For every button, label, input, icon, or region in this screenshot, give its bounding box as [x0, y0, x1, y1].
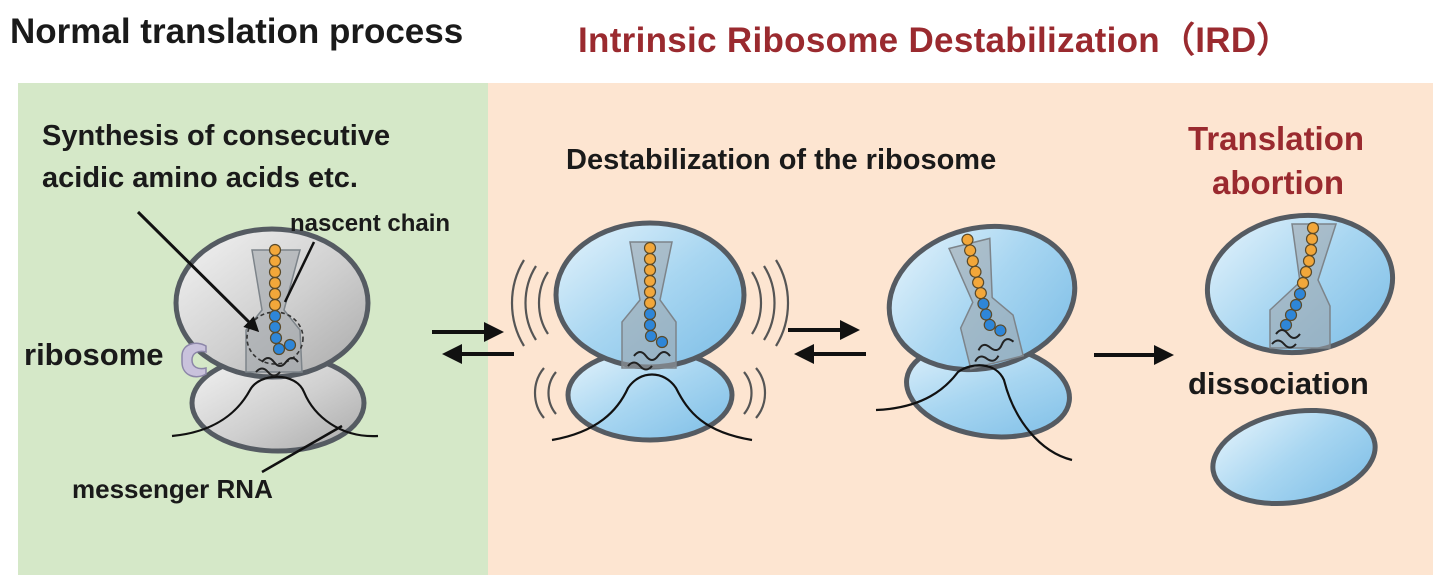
- ribosome-grip-shape: [181, 342, 207, 378]
- translation-label-line2: abortion: [1212, 164, 1344, 201]
- dissociation-label: dissociation: [1188, 366, 1369, 401]
- synthesis-label-line1: Synthesis of consecutive: [42, 120, 391, 152]
- dissociated-small-subunit: [1210, 407, 1378, 507]
- normal-ribosome: [171, 226, 379, 454]
- ribosome-label: ribosome: [24, 337, 164, 372]
- separating-ribosome: [875, 223, 1078, 462]
- translation-label-line1: Translation: [1188, 120, 1365, 157]
- vibrating-ribosome: [510, 220, 790, 443]
- synthesis-pointer-arrow: [136, 210, 260, 333]
- normal-nascent-chain: [268, 243, 297, 356]
- mrna-pointer: [261, 424, 343, 474]
- equilibrium-arrows-1: [432, 322, 514, 364]
- nascent-chain-pointer: [283, 241, 316, 303]
- ird-heading: Intrinsic Ribosome Destabilization（IRD）: [578, 21, 1292, 60]
- destabilization-label: Destabilization of the ribosome: [566, 144, 997, 176]
- synthesis-label-line2: acidic amino acids etc.: [42, 162, 358, 194]
- nascent-chain-label: nascent chain: [290, 210, 451, 237]
- normal-process-heading: Normal translation process: [10, 12, 464, 51]
- equilibrium-arrows-2: [788, 320, 866, 364]
- messenger-rna-label: messenger RNA: [72, 474, 273, 504]
- dissociated-large-subunit: [1204, 212, 1396, 356]
